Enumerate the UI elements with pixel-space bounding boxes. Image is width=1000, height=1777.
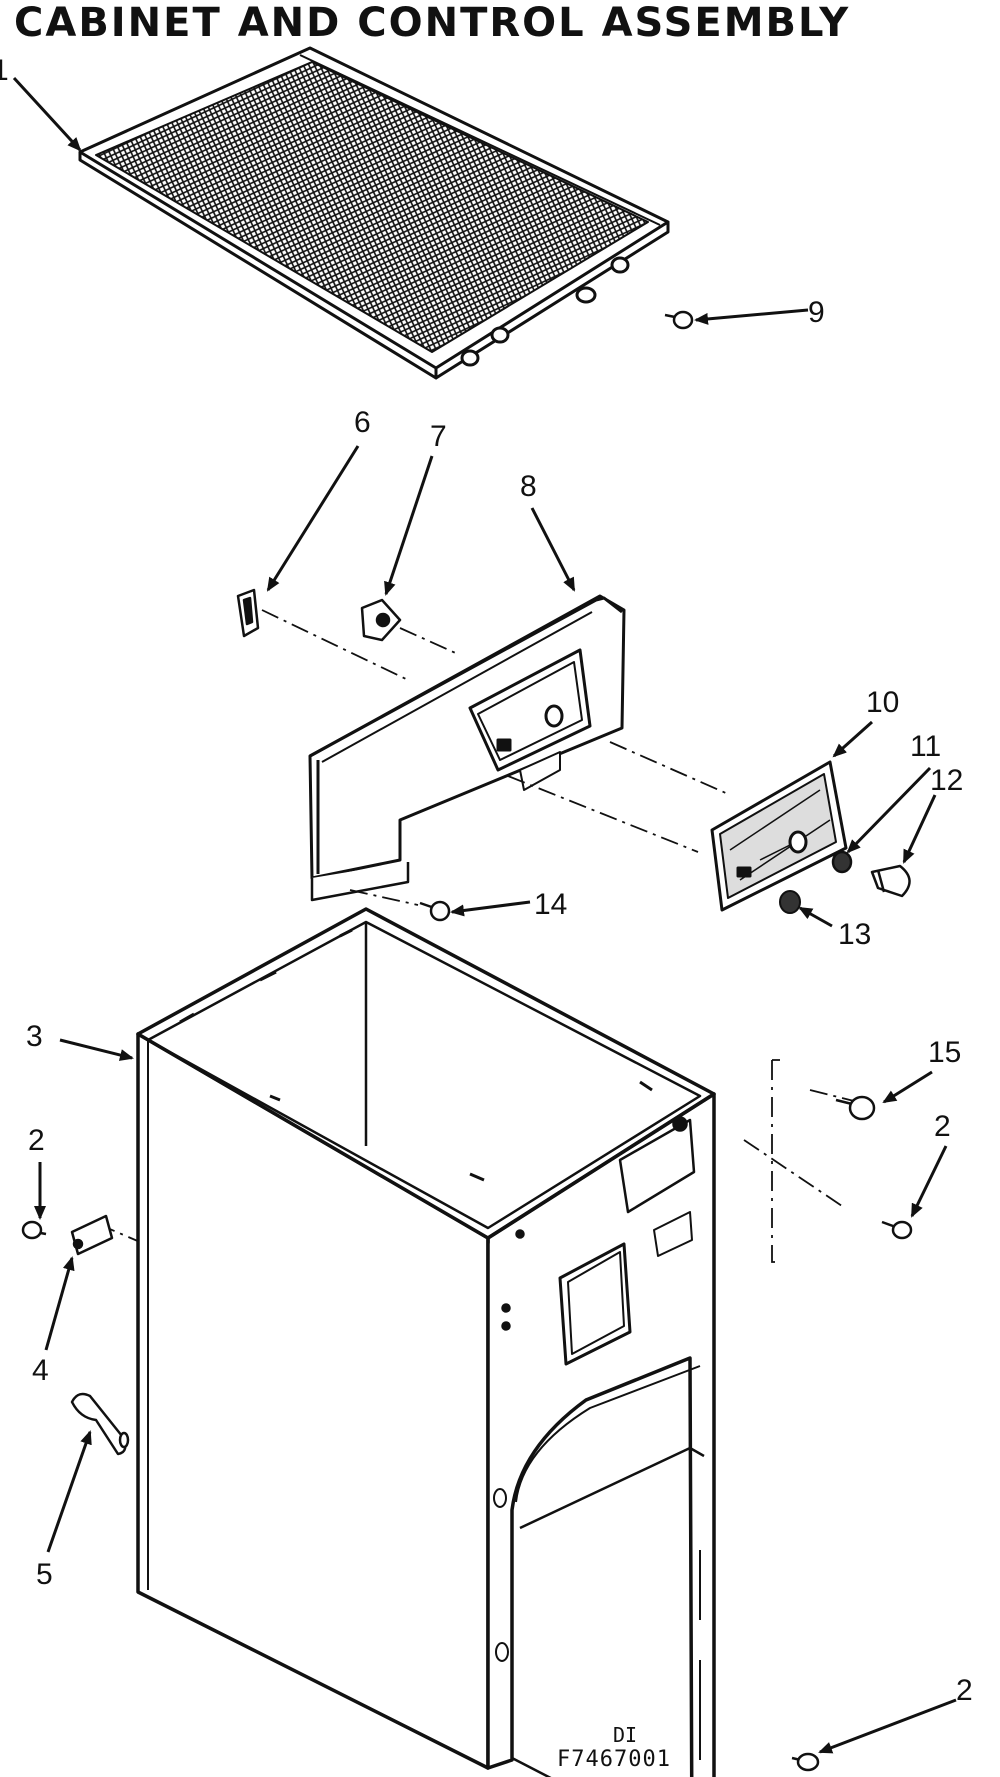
part-7-clip <box>360 598 402 642</box>
drawing-number: F7467001 <box>557 1747 671 1772</box>
part-2-screw-left <box>21 1220 47 1240</box>
part-4-bracket <box>70 1214 114 1256</box>
callout-15: 15 <box>928 1036 961 1069</box>
part-11-knob-ring <box>831 850 853 874</box>
cabinet <box>136 907 716 1777</box>
callout-10: 10 <box>866 686 899 719</box>
callout-3: 3 <box>26 1020 43 1053</box>
part-2-screw-bottom <box>791 1752 820 1772</box>
callout-4: 4 <box>32 1354 49 1387</box>
leader-arrows <box>12 76 957 1754</box>
part-14-screw <box>419 900 451 922</box>
top-panel <box>78 46 670 380</box>
part-12-knob <box>870 864 911 898</box>
callout-13: 13 <box>838 918 871 951</box>
part-13-spring <box>779 890 801 914</box>
callout-7: 7 <box>430 420 447 453</box>
control-console <box>308 594 626 902</box>
part-5-hinge <box>70 1392 130 1456</box>
callout-1: 1 <box>0 54 9 87</box>
part-9-screw <box>664 310 694 330</box>
callout-8: 8 <box>520 470 537 503</box>
callout-labels: 1 9 6 7 8 10 11 12 13 14 3 15 2 2 4 5 2 <box>0 54 973 1707</box>
part-10-overlay <box>710 760 848 912</box>
callout-2-bottom: 2 <box>956 1674 973 1707</box>
diagram-title: CABINET AND CONTROL ASSEMBLY <box>14 0 851 46</box>
callout-6: 6 <box>354 406 371 439</box>
part-15-plug <box>835 1095 876 1121</box>
callout-2-right: 2 <box>934 1110 951 1143</box>
callout-12: 12 <box>930 764 963 797</box>
part-2-screw-right <box>881 1220 913 1240</box>
part-6-bracket <box>236 588 260 638</box>
callout-11: 11 <box>910 730 941 763</box>
callout-5: 5 <box>36 1558 53 1591</box>
callout-14: 14 <box>534 888 567 921</box>
callout-2-left: 2 <box>28 1124 45 1157</box>
callout-9: 9 <box>808 296 825 329</box>
diagram-code: DI <box>613 1723 638 1747</box>
alignment-lines <box>97 609 875 1263</box>
